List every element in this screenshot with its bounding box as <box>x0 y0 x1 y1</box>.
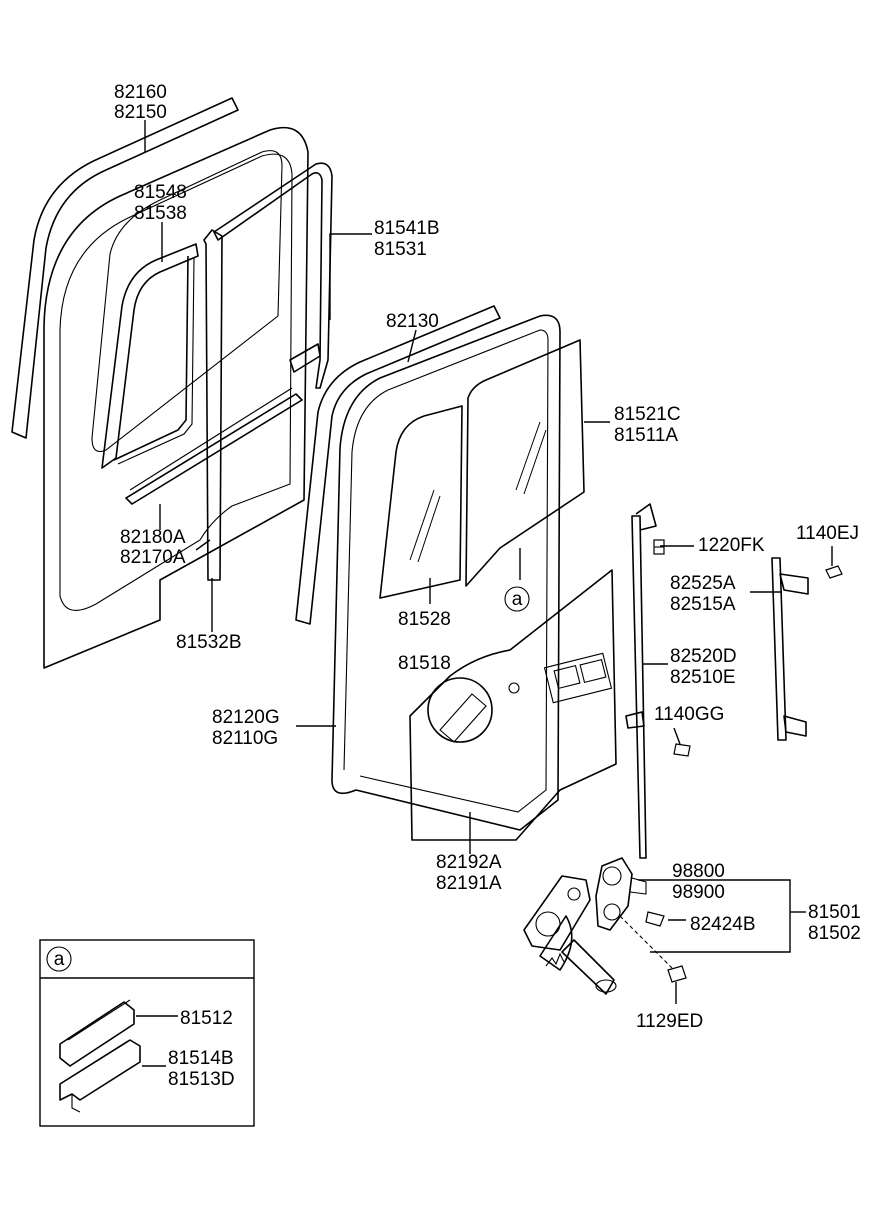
belt-moulding <box>125 387 303 505</box>
callout-82130: 82130 <box>386 311 439 332</box>
callout-82180A: 82180A <box>120 527 186 548</box>
glass-run-channel <box>101 243 199 469</box>
callout-1140GG: 1140GG <box>654 704 724 725</box>
leader-lines <box>144 120 833 1004</box>
callout-98800: 98800 <box>672 861 725 882</box>
callout-82192A: 82192A <box>436 852 502 873</box>
callout-82525A: 82525A <box>670 573 736 594</box>
callout-82150: 82150 <box>114 102 167 123</box>
quarter-glass <box>379 405 463 599</box>
callout-81538: 81538 <box>134 203 187 224</box>
window-regulator <box>523 875 617 995</box>
callout-82424B: 82424B <box>690 914 756 935</box>
callout-81514B: 81514B <box>168 1048 234 1069</box>
callout-98900: 98900 <box>672 882 725 903</box>
callout-81518: 81518 <box>398 653 451 674</box>
callout-82510E: 82510E <box>670 667 736 688</box>
callout-81531: 81531 <box>374 239 427 260</box>
callout-81521C: 81521C <box>614 404 681 425</box>
callout-82160: 82160 <box>114 82 167 103</box>
bolt-1129ED <box>667 965 687 983</box>
callout-81532B: 81532B <box>176 632 242 653</box>
door-inner-panel <box>43 126 309 669</box>
callout-labels: 82160 82150 81548 81538 81541B 81531 821… <box>114 82 861 1090</box>
callout-82515A: 82515A <box>670 594 736 615</box>
door-frame-weatherstrip <box>295 305 501 625</box>
door-glass <box>465 339 585 587</box>
callout-1220FK: 1220FK <box>698 535 765 556</box>
rear-run-channel <box>203 162 333 581</box>
inset-marker-label: a <box>54 949 65 970</box>
regulator-motor <box>595 857 647 931</box>
callout-81513D: 81513D <box>168 1069 235 1090</box>
callout-82110G: 82110G <box>212 728 278 749</box>
door-trim-panel <box>409 569 617 841</box>
callout-1129ED: 1129ED <box>636 1011 703 1032</box>
callout-81511A: 81511A <box>614 425 678 446</box>
front-sash-channel <box>771 557 809 741</box>
detail-inset-box: a <box>39 939 255 1127</box>
callout-81541B: 81541B <box>374 218 440 239</box>
screw-1220FK <box>653 539 665 555</box>
door-outer-weatherstrip <box>11 97 239 439</box>
callout-81512: 81512 <box>180 1008 233 1029</box>
callout-81501: 81501 <box>808 902 861 923</box>
screw-1140EJ <box>825 565 843 579</box>
bolt-1140GG <box>673 743 691 757</box>
callout-82520D: 82520D <box>670 646 737 667</box>
rear-sash-channel <box>625 503 657 859</box>
callout-81548: 81548 <box>134 182 187 203</box>
door-opening-weatherstrip <box>331 314 561 831</box>
bolt-82424B <box>645 911 665 927</box>
reference-marker-label: a <box>512 589 523 610</box>
callout-81528: 81528 <box>398 609 451 630</box>
callout-82170A: 82170A <box>120 547 186 568</box>
callout-1140EJ: 1140EJ <box>796 523 859 544</box>
callout-82120G: 82120G <box>212 707 280 728</box>
reference-marker: a <box>504 586 530 612</box>
callout-82191A: 82191A <box>436 873 502 894</box>
callout-81502: 81502 <box>808 923 861 944</box>
